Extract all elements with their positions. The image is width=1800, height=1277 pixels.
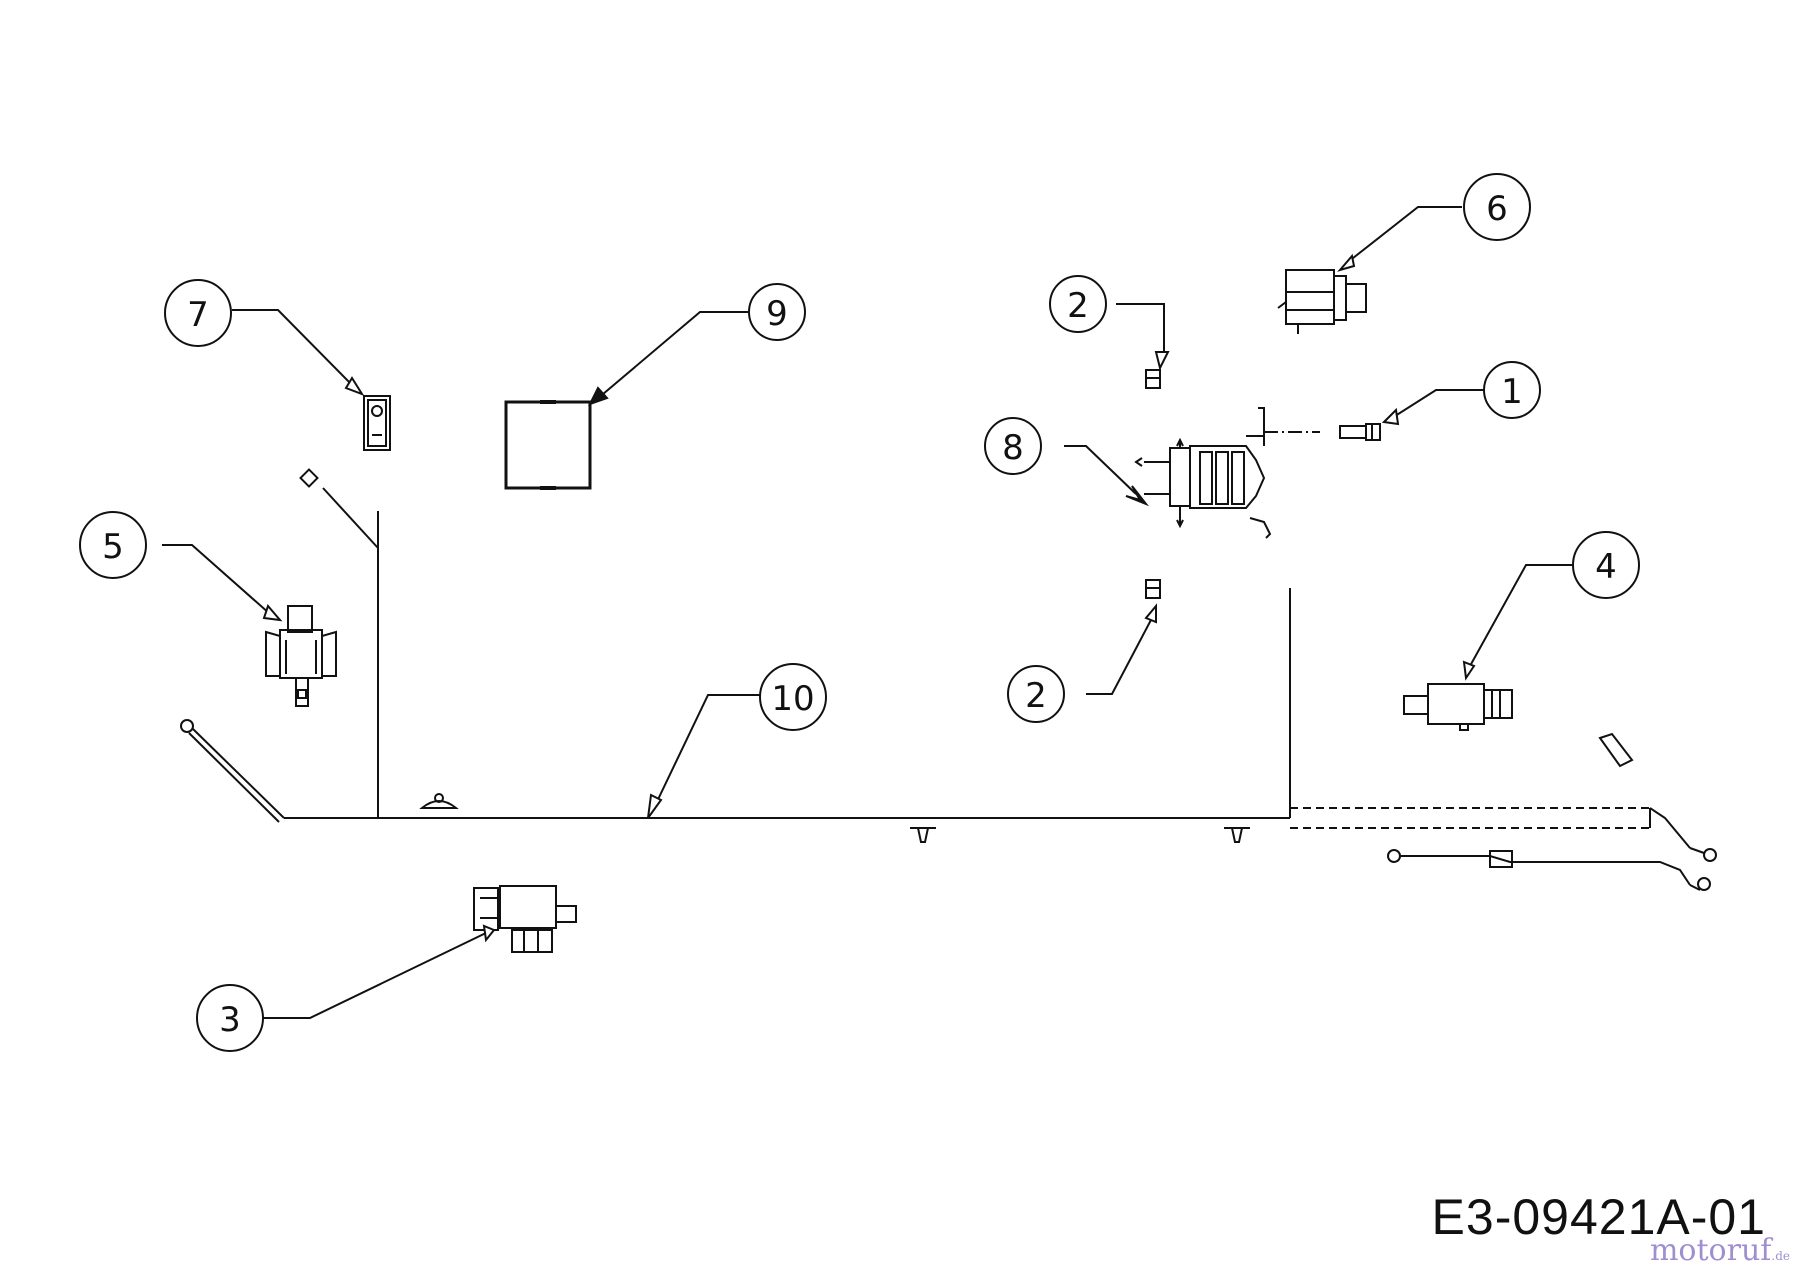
callout-1-label: 1	[1501, 372, 1523, 412]
callout-2a-label: 2	[1067, 286, 1089, 326]
callout-8-label: 8	[1002, 428, 1024, 468]
callout-7-label: 7	[187, 295, 209, 335]
watermark-brand: motoruf	[1649, 1233, 1772, 1268]
callout-1-circle	[1483, 361, 1541, 419]
callout-3-circle	[196, 984, 264, 1052]
watermark-tld: .de	[1771, 1249, 1790, 1263]
part-8-solenoid	[1064, 407, 1320, 539]
callout-4-label: 4	[1595, 547, 1617, 587]
part-5-switch	[162, 544, 337, 707]
part-2-upper-nut	[1116, 303, 1170, 389]
callout-2b-label: 2	[1025, 676, 1047, 716]
leader-10	[647, 694, 760, 819]
watermark-logo: motoruf.de	[1650, 1233, 1790, 1268]
callout-6-circle	[1463, 173, 1531, 241]
callout-10-circle	[759, 663, 827, 731]
part-1-bolt	[1339, 389, 1492, 441]
callout-4-circle	[1572, 531, 1640, 599]
callout-5-label: 5	[102, 527, 124, 567]
callout-9-label: 9	[766, 294, 788, 334]
diagram-code: E3-09421A-01	[1431, 1189, 1766, 1245]
callout-9-circle	[748, 283, 806, 341]
part-6-switch	[1277, 206, 1462, 334]
callout-2a-circle	[1049, 275, 1107, 333]
part-4-switch	[1403, 564, 1572, 731]
main-harness	[180, 468, 1717, 891]
part-3-switch	[262, 885, 577, 1019]
callout-3-label: 3	[219, 1000, 241, 1040]
callout-10-label: 10	[771, 679, 814, 719]
callout-7-circle	[164, 279, 232, 347]
callout-5-circle	[79, 511, 147, 579]
callout-6-label: 6	[1486, 189, 1508, 229]
part-7-switch	[232, 309, 391, 451]
callout-8-circle	[984, 417, 1042, 475]
callout-2b-circle	[1007, 665, 1065, 723]
part-2-lower-nut	[1086, 579, 1161, 695]
part-9-module	[504, 311, 748, 490]
